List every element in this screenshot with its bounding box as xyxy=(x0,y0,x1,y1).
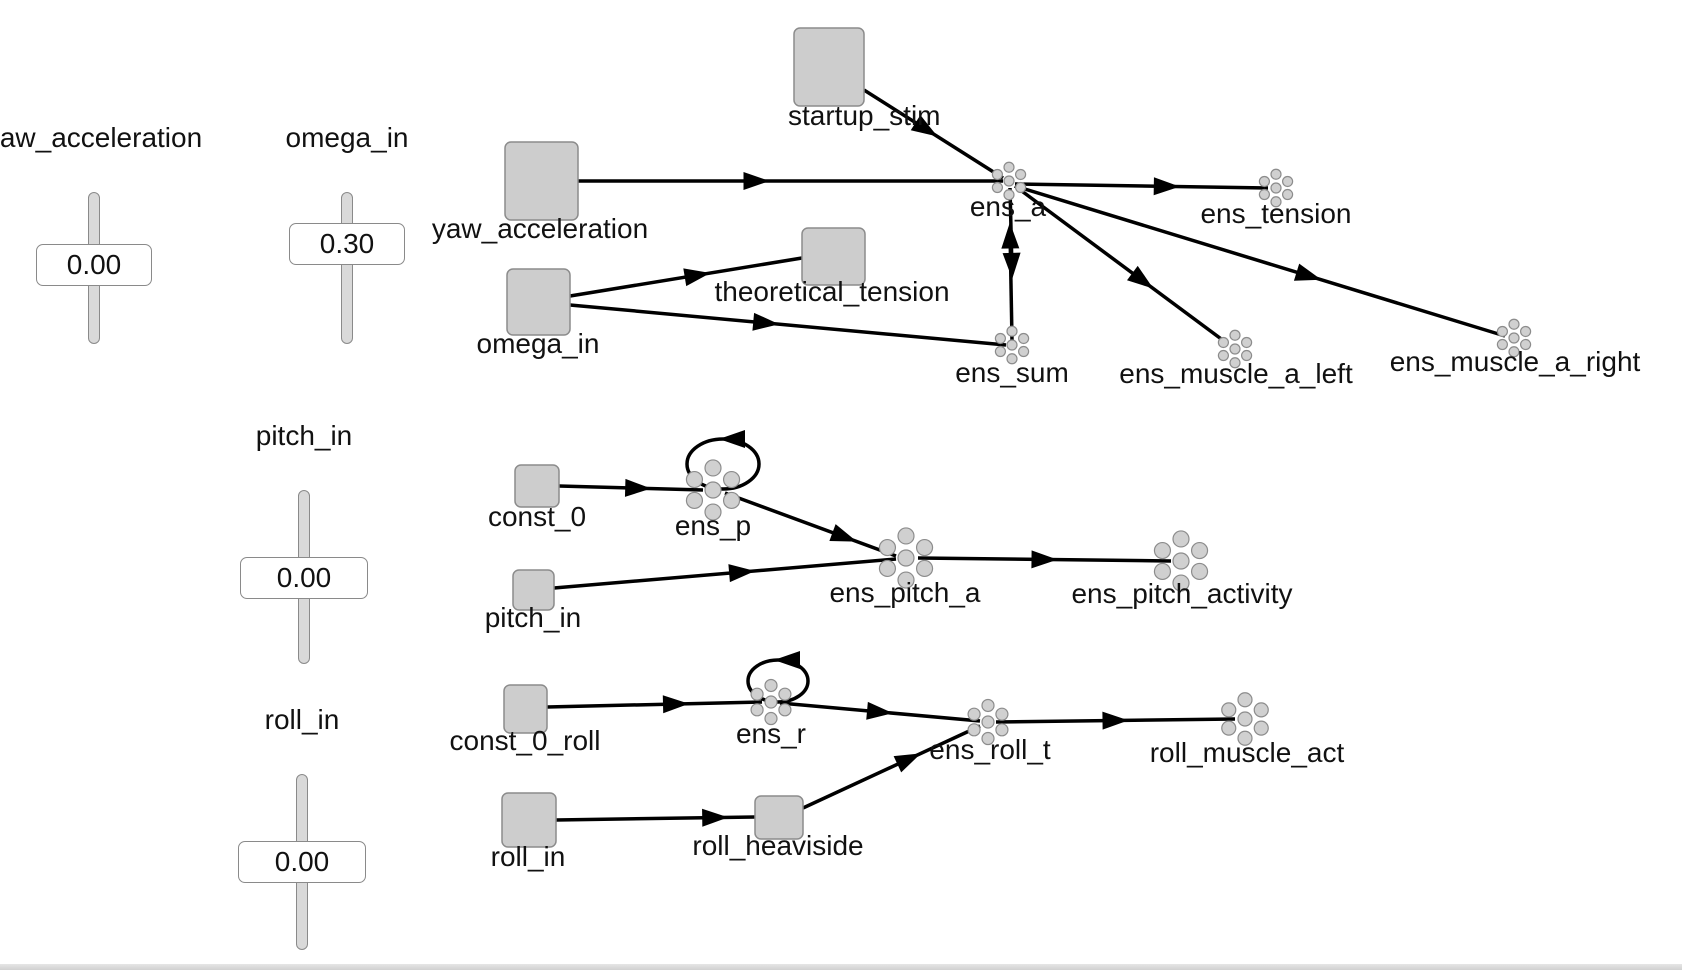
node-label: roll_heaviside xyxy=(692,830,863,861)
node-label: yaw_acceleration xyxy=(432,213,648,244)
slider-value-input[interactable]: 0.00 xyxy=(36,244,152,286)
node-label: ens_sum xyxy=(955,357,1069,388)
node-label: ens_muscle_a_right xyxy=(1390,346,1641,377)
node-omega-in[interactable]: omega_in xyxy=(477,268,600,359)
node-label: omega_in xyxy=(477,328,600,359)
slider-value-input[interactable]: 0.00 xyxy=(240,557,368,599)
node-label: ens_tension xyxy=(1200,198,1351,229)
slider-value-input[interactable]: 0.30 xyxy=(289,223,405,265)
node-label: const_0 xyxy=(488,501,586,532)
edge-roll-in-to-roll-heaviside xyxy=(555,808,756,827)
edge-const-0-roll-to-ens-r xyxy=(546,695,763,714)
node-label: ens_pitch_a xyxy=(829,577,980,608)
node-label: roll_in xyxy=(491,841,566,872)
node-theoretical-tension[interactable]: theoretical_tension xyxy=(714,227,950,307)
edge-ens-a-to-ens-muscle-a-right xyxy=(1014,184,1506,338)
node-roll-in[interactable]: roll_in xyxy=(491,792,566,872)
ensemble-ens-muscle-a-left[interactable]: ens_muscle_a_left xyxy=(1119,329,1353,389)
node-label: ens_r xyxy=(736,718,806,749)
edge-omega-in-to-theoretical-tension xyxy=(569,256,803,298)
bottom-scrollbar[interactable] xyxy=(0,964,1682,970)
node-label: ens_p xyxy=(675,510,751,541)
slider-value-input[interactable]: 0.00 xyxy=(238,841,366,883)
node-roll-heaviside[interactable]: roll_heaviside xyxy=(692,795,864,861)
edge-ens-sum-to-ens-a xyxy=(1001,222,1020,341)
edge-ens-roll-t-to-roll-muscle-act xyxy=(995,711,1236,730)
ensemble-roll-muscle-act[interactable]: roll_muscle_act xyxy=(1150,692,1345,768)
edge-ens-a-to-ens-tension xyxy=(1014,177,1269,196)
node-label: theoretical_tension xyxy=(714,276,949,307)
node-label: roll_muscle_act xyxy=(1150,737,1345,768)
ensemble-ens-roll-t[interactable]: ens_roll_t xyxy=(929,698,1051,765)
node-label: ens_pitch_activity xyxy=(1071,578,1292,609)
ensemble-ens-pitch-activity[interactable]: ens_pitch_activity xyxy=(1071,530,1293,609)
ensemble-ens-p[interactable]: ens_p xyxy=(675,459,751,541)
node-startup-stim[interactable]: startup_stim xyxy=(788,27,941,131)
ensemble-ens-pitch-a[interactable]: ens_pitch_a xyxy=(829,527,981,608)
slider-label: pitch_in xyxy=(255,420,353,451)
edge-roll-heaviside-to-ens-roll-t xyxy=(802,724,981,810)
slider-label: omega_in xyxy=(285,122,409,153)
edge-yaw-acceleration-to-ens-a xyxy=(578,172,1003,190)
node-const-0[interactable]: const_0 xyxy=(488,464,586,532)
edge-omega-in-to-ens-sum xyxy=(569,303,1007,347)
node-yaw-acceleration[interactable]: yaw_acceleration xyxy=(432,141,648,244)
edge-ens-a-to-ens-muscle-a-left xyxy=(1013,184,1230,346)
ensemble-ens-tension[interactable]: ens_tension xyxy=(1200,168,1352,229)
slider-label: roll_in xyxy=(264,704,340,735)
node-label: ens_muscle_a_left xyxy=(1119,358,1353,389)
edge-startup-stim-to-ens-a xyxy=(863,88,1004,180)
slider-label: yaw_acceleration xyxy=(0,122,203,153)
node-label: startup_stim xyxy=(788,100,941,131)
edge-ens-p-to-ens-p xyxy=(685,430,761,491)
edge-pitch-in-to-ens-pitch-a xyxy=(553,557,897,590)
edge-ens-r-to-ens-r xyxy=(746,651,810,704)
ensemble-ens-a[interactable]: ens_a xyxy=(970,161,1047,222)
edge-ens-pitch-a-to-ens-pitch-activity xyxy=(917,550,1172,569)
node-label: ens_a xyxy=(970,191,1047,222)
node-label: ens_roll_t xyxy=(929,734,1051,765)
node-label: pitch_in xyxy=(485,602,582,633)
ensemble-ens-sum[interactable]: ens_sum xyxy=(955,325,1069,388)
edge-ens-r-to-ens-roll-t xyxy=(779,701,981,723)
ensemble-ens-muscle-a-right[interactable]: ens_muscle_a_right xyxy=(1390,318,1641,377)
node-label: const_0_roll xyxy=(450,725,601,756)
edge-ens-p-to-ens-pitch-a xyxy=(724,491,897,558)
node-pitch-in[interactable]: pitch_in xyxy=(485,569,582,633)
ensemble-ens-r[interactable]: ens_r xyxy=(736,678,806,749)
node-const-0-roll[interactable]: const_0_roll xyxy=(450,684,601,756)
edge-const-0-to-ens-p xyxy=(558,478,704,497)
